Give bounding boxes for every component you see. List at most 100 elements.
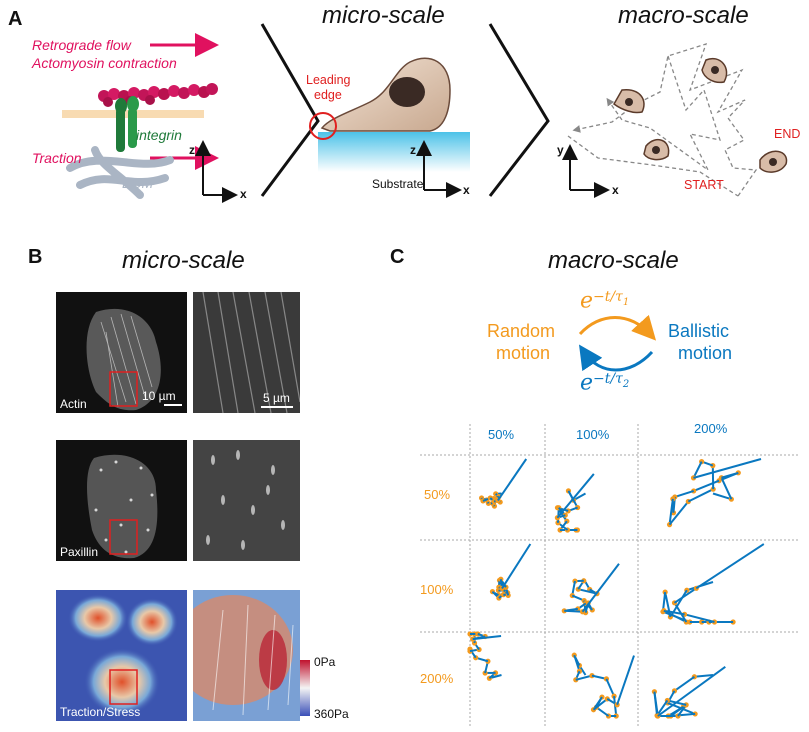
- trajectory-segment: [656, 699, 669, 717]
- trajectory-segment: [668, 498, 674, 525]
- retrograde-flow-label: Retrograde flow: [32, 37, 131, 53]
- ballistic-run: [616, 655, 635, 706]
- row-header-100: 100%: [420, 582, 454, 597]
- micro-scale-title-a: micro-scale: [322, 2, 445, 29]
- trajectory-segment: [663, 609, 687, 623]
- macro-trajectory: [567, 42, 758, 197]
- trajectory-segment: [592, 698, 608, 711]
- trajectory-segment: [673, 602, 688, 623]
- trajectory-segment: [573, 654, 581, 672]
- trajectory-segment: [694, 674, 714, 678]
- trajectory-segment: [575, 674, 593, 681]
- trajectory-cell: [478, 458, 528, 509]
- axis-x-left: x: [240, 187, 247, 201]
- end-label: END: [774, 127, 801, 141]
- ballistic-run: [695, 543, 765, 590]
- to-ballistic-arrow: [578, 314, 657, 341]
- rate-tau2-label: e−t/τ2: [580, 370, 630, 396]
- traction-label: Traction: [32, 150, 82, 166]
- divider-chevron-2: [488, 23, 550, 197]
- paxillin-image: Paxillin: [56, 440, 187, 561]
- trajectory-segment: [693, 479, 720, 492]
- leading-edge-circle: [309, 112, 337, 140]
- random-phase-dot: [470, 636, 476, 642]
- ecm-label: ECM: [122, 175, 154, 191]
- axis-x-macro: x: [612, 183, 619, 197]
- trajectory-segment: [674, 489, 694, 498]
- integrin-shape: [115, 96, 139, 152]
- ballistic-motion-label-1: Ballistic: [668, 321, 730, 341]
- migrating-cells: [613, 57, 788, 173]
- col-header-50: 50%: [488, 427, 515, 442]
- cell-on-substrate: [309, 57, 470, 198]
- trajectory-segment: [712, 492, 732, 501]
- ballistic-run: [556, 473, 595, 519]
- ballistic-run: [501, 543, 532, 589]
- clutch-schematic: [62, 33, 238, 203]
- trajectory-segment: [692, 461, 703, 479]
- traction-zoom-image: [193, 590, 300, 721]
- trajectory-segment: [720, 477, 733, 500]
- actomyosin-label: Actomyosin contraction: [32, 55, 177, 71]
- macro-scale-title-a: macro-scale: [618, 2, 749, 29]
- col-header-200: 200%: [694, 421, 728, 436]
- paxillin-caption: Paxillin: [60, 545, 99, 559]
- trajectory-cell: [489, 543, 532, 601]
- traction-image: Traction/Stress: [56, 590, 187, 721]
- colorbar-bottom-label: 360Pa: [314, 707, 349, 721]
- micro-scale-title-b: micro-scale: [122, 247, 245, 274]
- actin-image: Actin 10 µm: [56, 292, 187, 413]
- trajectory-cell: [554, 473, 595, 533]
- ballistic-motion-label-2: motion: [678, 343, 733, 363]
- actin-filament: [98, 83, 218, 107]
- trajectory-cell: [666, 458, 762, 528]
- row-header-200: 200%: [420, 671, 454, 686]
- random-motion-label-2: motion: [496, 343, 551, 363]
- leading-edge-label-2: edge: [314, 88, 342, 102]
- random-phase-dot: [730, 619, 736, 625]
- trajectory-segment: [673, 675, 695, 692]
- trajectory-segment: [673, 587, 697, 604]
- trajectory-segment: [668, 500, 690, 526]
- trajectory-cell: [660, 543, 765, 625]
- trajectory-cell: [561, 563, 620, 616]
- panel-label-b: B: [28, 246, 43, 268]
- random-phase-dot: [662, 589, 668, 595]
- axis-z-left: z: [189, 143, 195, 157]
- panel-label-a: A: [8, 8, 23, 30]
- traction-colorbar: [300, 660, 310, 716]
- ballistic-run: [472, 635, 502, 641]
- macro-scale-title-c: macro-scale: [548, 247, 679, 274]
- row-header-50: 50%: [424, 487, 451, 502]
- actin-zoom-image: 5 µm: [193, 292, 300, 413]
- ecm-fibers: [66, 146, 174, 199]
- rate-tau1-label: e−t/τ1: [580, 288, 630, 314]
- trajectory-segment: [684, 613, 715, 623]
- substrate-block: [318, 132, 470, 172]
- substrate-label: Substrate: [372, 177, 424, 191]
- ballistic-run: [497, 458, 528, 502]
- to-random-arrow: [579, 344, 654, 372]
- leading-edge-label-1: Leading: [306, 73, 351, 87]
- integrin-label: integrin: [136, 127, 182, 143]
- ballistic-run: [693, 458, 762, 479]
- actin-caption: Actin: [60, 397, 87, 411]
- random-phase-dot: [467, 648, 473, 654]
- traction-caption: Traction/Stress: [60, 705, 141, 719]
- panel-label-c: C: [390, 246, 405, 268]
- random-phase-dot: [575, 606, 581, 612]
- trajectory-cell: [651, 665, 726, 719]
- col-header-100: 100%: [576, 427, 610, 442]
- divider-chevron-1: [260, 23, 320, 197]
- random-motion-label-1: Random: [487, 321, 556, 341]
- actin-zoom-scale-label: 5 µm: [263, 391, 290, 405]
- start-label: START: [684, 178, 724, 192]
- trajectory-cells: [467, 458, 765, 719]
- trajectory-segment: [564, 609, 583, 613]
- ballistic-run: [657, 665, 726, 717]
- axis-z-micro: z: [410, 143, 416, 157]
- trajectory-segment: [687, 488, 714, 503]
- axis-x-micro: x: [463, 183, 470, 197]
- trajectory-cell: [467, 631, 502, 681]
